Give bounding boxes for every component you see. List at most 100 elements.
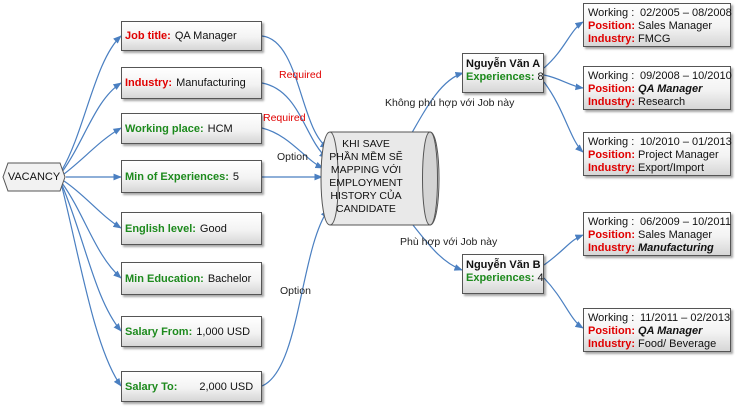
edge-b-history-1 bbox=[543, 234, 584, 266]
process-line: KHI SAVE bbox=[342, 138, 390, 150]
field-value: Bachelor bbox=[207, 272, 252, 285]
candidate-name: Nguyễn Văn B bbox=[466, 259, 541, 271]
history-period: 09/2008 – 10/2010 bbox=[640, 70, 732, 82]
edge-label-option: Option bbox=[280, 285, 311, 297]
field-salary-to: Salary To: 2,000 USD bbox=[121, 371, 262, 402]
field-label: Industry: bbox=[125, 77, 173, 89]
history-position: Sales Manager bbox=[638, 20, 712, 32]
edge-industry-process bbox=[261, 82, 328, 159]
field-label: Working place: bbox=[125, 122, 204, 135]
edge-vacancy-industry bbox=[61, 82, 122, 173]
candidate-exp-value: 8 bbox=[537, 71, 544, 83]
field-label: Salary From: bbox=[125, 325, 193, 338]
edge-label-not-match: Không phù hợp với Job này bbox=[385, 97, 515, 109]
candidate-exp-value: 4 bbox=[537, 272, 544, 284]
history-industry: Research bbox=[638, 96, 686, 108]
history-working-label: Working : bbox=[588, 312, 635, 324]
field-working-place: Working place: HCM bbox=[121, 113, 262, 144]
field-value: HCM bbox=[207, 122, 233, 135]
field-value: 1,000 USD bbox=[196, 325, 251, 338]
history-industry: Export/Import bbox=[638, 162, 705, 174]
history-industry: FMCG bbox=[638, 33, 671, 45]
history-position: Project Manager bbox=[638, 149, 719, 161]
history-position-label: Position: bbox=[588, 20, 636, 32]
edge-b-history-2 bbox=[543, 277, 584, 329]
history-working-label: Working : bbox=[588, 7, 635, 19]
edge-vacancy-salary-to bbox=[61, 186, 122, 387]
history-position-label: Position: bbox=[588, 149, 636, 161]
candidate-a: Nguyễn Văn A Experiences: 8 bbox=[462, 53, 544, 93]
history-period: 11/2011 – 02/2013 bbox=[640, 312, 731, 324]
vacancy-label: VACANCY bbox=[7, 171, 61, 183]
edge-a-history-3 bbox=[543, 81, 584, 153]
field-label: English level: bbox=[125, 222, 196, 235]
history-working-label: Working : bbox=[588, 216, 635, 228]
history-industry-label: Industry: bbox=[588, 33, 636, 45]
history-period: 02/2005 – 08/2008 bbox=[640, 7, 732, 19]
process-drum bbox=[320, 131, 440, 226]
field-label: Min of Experiences: bbox=[125, 170, 229, 183]
history-position: Sales Manager bbox=[638, 229, 712, 241]
field-min-experiences: Min of Experiences: 5 bbox=[121, 160, 262, 193]
edge-vacancy-job-title bbox=[61, 35, 122, 171]
edge-vacancy-working-place bbox=[63, 127, 122, 175]
field-salary-from: Salary From: 1,000 USD bbox=[121, 316, 262, 347]
history-industry-label: Industry: bbox=[588, 338, 636, 350]
history-industry-label: Industry: bbox=[588, 96, 636, 108]
history-b-1: Working : 06/2009 – 10/2011 Position:Sale… bbox=[583, 212, 731, 256]
edge-label-required: Required bbox=[263, 112, 306, 124]
history-position-label: Position: bbox=[588, 325, 636, 337]
history-period: 06/2009 – 10/2011 bbox=[640, 216, 731, 228]
process-line: MAPPING VỚI bbox=[330, 164, 402, 176]
field-label: Min Education: bbox=[125, 272, 204, 285]
vacancy-shape bbox=[2, 162, 66, 192]
field-min-education: Min Education: Bachelor bbox=[121, 262, 262, 295]
history-working-label: Working : bbox=[588, 136, 635, 148]
history-position: QA Manager bbox=[638, 83, 703, 95]
edge-salary-to-process bbox=[261, 209, 329, 387]
history-a-2: Working :09/2008 – 10/2010 Position:QA M… bbox=[583, 66, 732, 110]
edge-vacancy-education bbox=[61, 182, 122, 279]
field-value: 5 bbox=[232, 170, 240, 183]
edge-label-required: Required bbox=[279, 69, 322, 81]
field-english-level: English level: Good bbox=[121, 212, 262, 245]
process-line: PHẦN MỀM SẼ bbox=[329, 151, 403, 163]
candidate-b: Nguyễn Văn B Experiences: 4 bbox=[462, 254, 544, 294]
candidate-exp-label: Experiences: bbox=[466, 71, 535, 83]
history-industry: Manufacturing bbox=[638, 242, 714, 254]
process-line: EMPLOYMENT bbox=[329, 177, 403, 189]
edge-working-place-process bbox=[261, 127, 324, 169]
history-position-label: Position: bbox=[588, 229, 636, 241]
process-line: CANDIDATE bbox=[336, 203, 396, 215]
history-position: QA Manager bbox=[638, 325, 703, 337]
vacancy-node: VACANCY bbox=[2, 162, 66, 192]
edge-vacancy-english bbox=[63, 180, 122, 229]
field-value: Good bbox=[199, 222, 227, 235]
edge-label-match: Phù hợp với Job này bbox=[400, 236, 498, 248]
edge-vacancy-salary-from bbox=[61, 184, 122, 332]
history-period: 10/2010 – 01/2013 bbox=[640, 136, 732, 148]
field-value: QA Manager bbox=[174, 30, 237, 42]
history-a-1: Working : 02/2005 – 08/2008 Position:Sale… bbox=[583, 3, 732, 47]
history-industry-label: Industry: bbox=[588, 242, 636, 254]
candidate-exp-label: Experiences: bbox=[466, 272, 535, 284]
edge-a-history-2 bbox=[543, 74, 584, 91]
field-label: Salary To: bbox=[125, 380, 178, 393]
process-text: KHI SAVE PHẦN MỀM SẼ MAPPING VỚI EMPLOYM… bbox=[322, 138, 410, 216]
history-b-2: Working : 11/2011 – 02/2013 Position:QA M… bbox=[583, 308, 731, 352]
field-industry: Industry: Manufacturing bbox=[121, 67, 262, 99]
field-value: 2,000 USD bbox=[199, 380, 254, 393]
candidate-name: Nguyễn Văn A bbox=[466, 58, 541, 70]
history-working-label: Working : bbox=[588, 70, 635, 82]
edge-label-option: Option bbox=[277, 151, 308, 163]
field-label: Job title: bbox=[125, 30, 171, 42]
history-a-3: Working : 10/2010 – 01/2013 Position:Proj… bbox=[583, 132, 732, 176]
edge-job-title-process bbox=[261, 35, 329, 149]
process-line: HISTORY CỦA bbox=[330, 190, 402, 202]
field-job-title: Job title: QA Manager bbox=[121, 21, 262, 51]
history-industry-label: Industry: bbox=[588, 162, 636, 174]
history-industry: Food/ Beverage bbox=[638, 338, 717, 350]
field-value: Manufacturing bbox=[176, 77, 246, 89]
edge-a-history-1 bbox=[543, 21, 584, 69]
